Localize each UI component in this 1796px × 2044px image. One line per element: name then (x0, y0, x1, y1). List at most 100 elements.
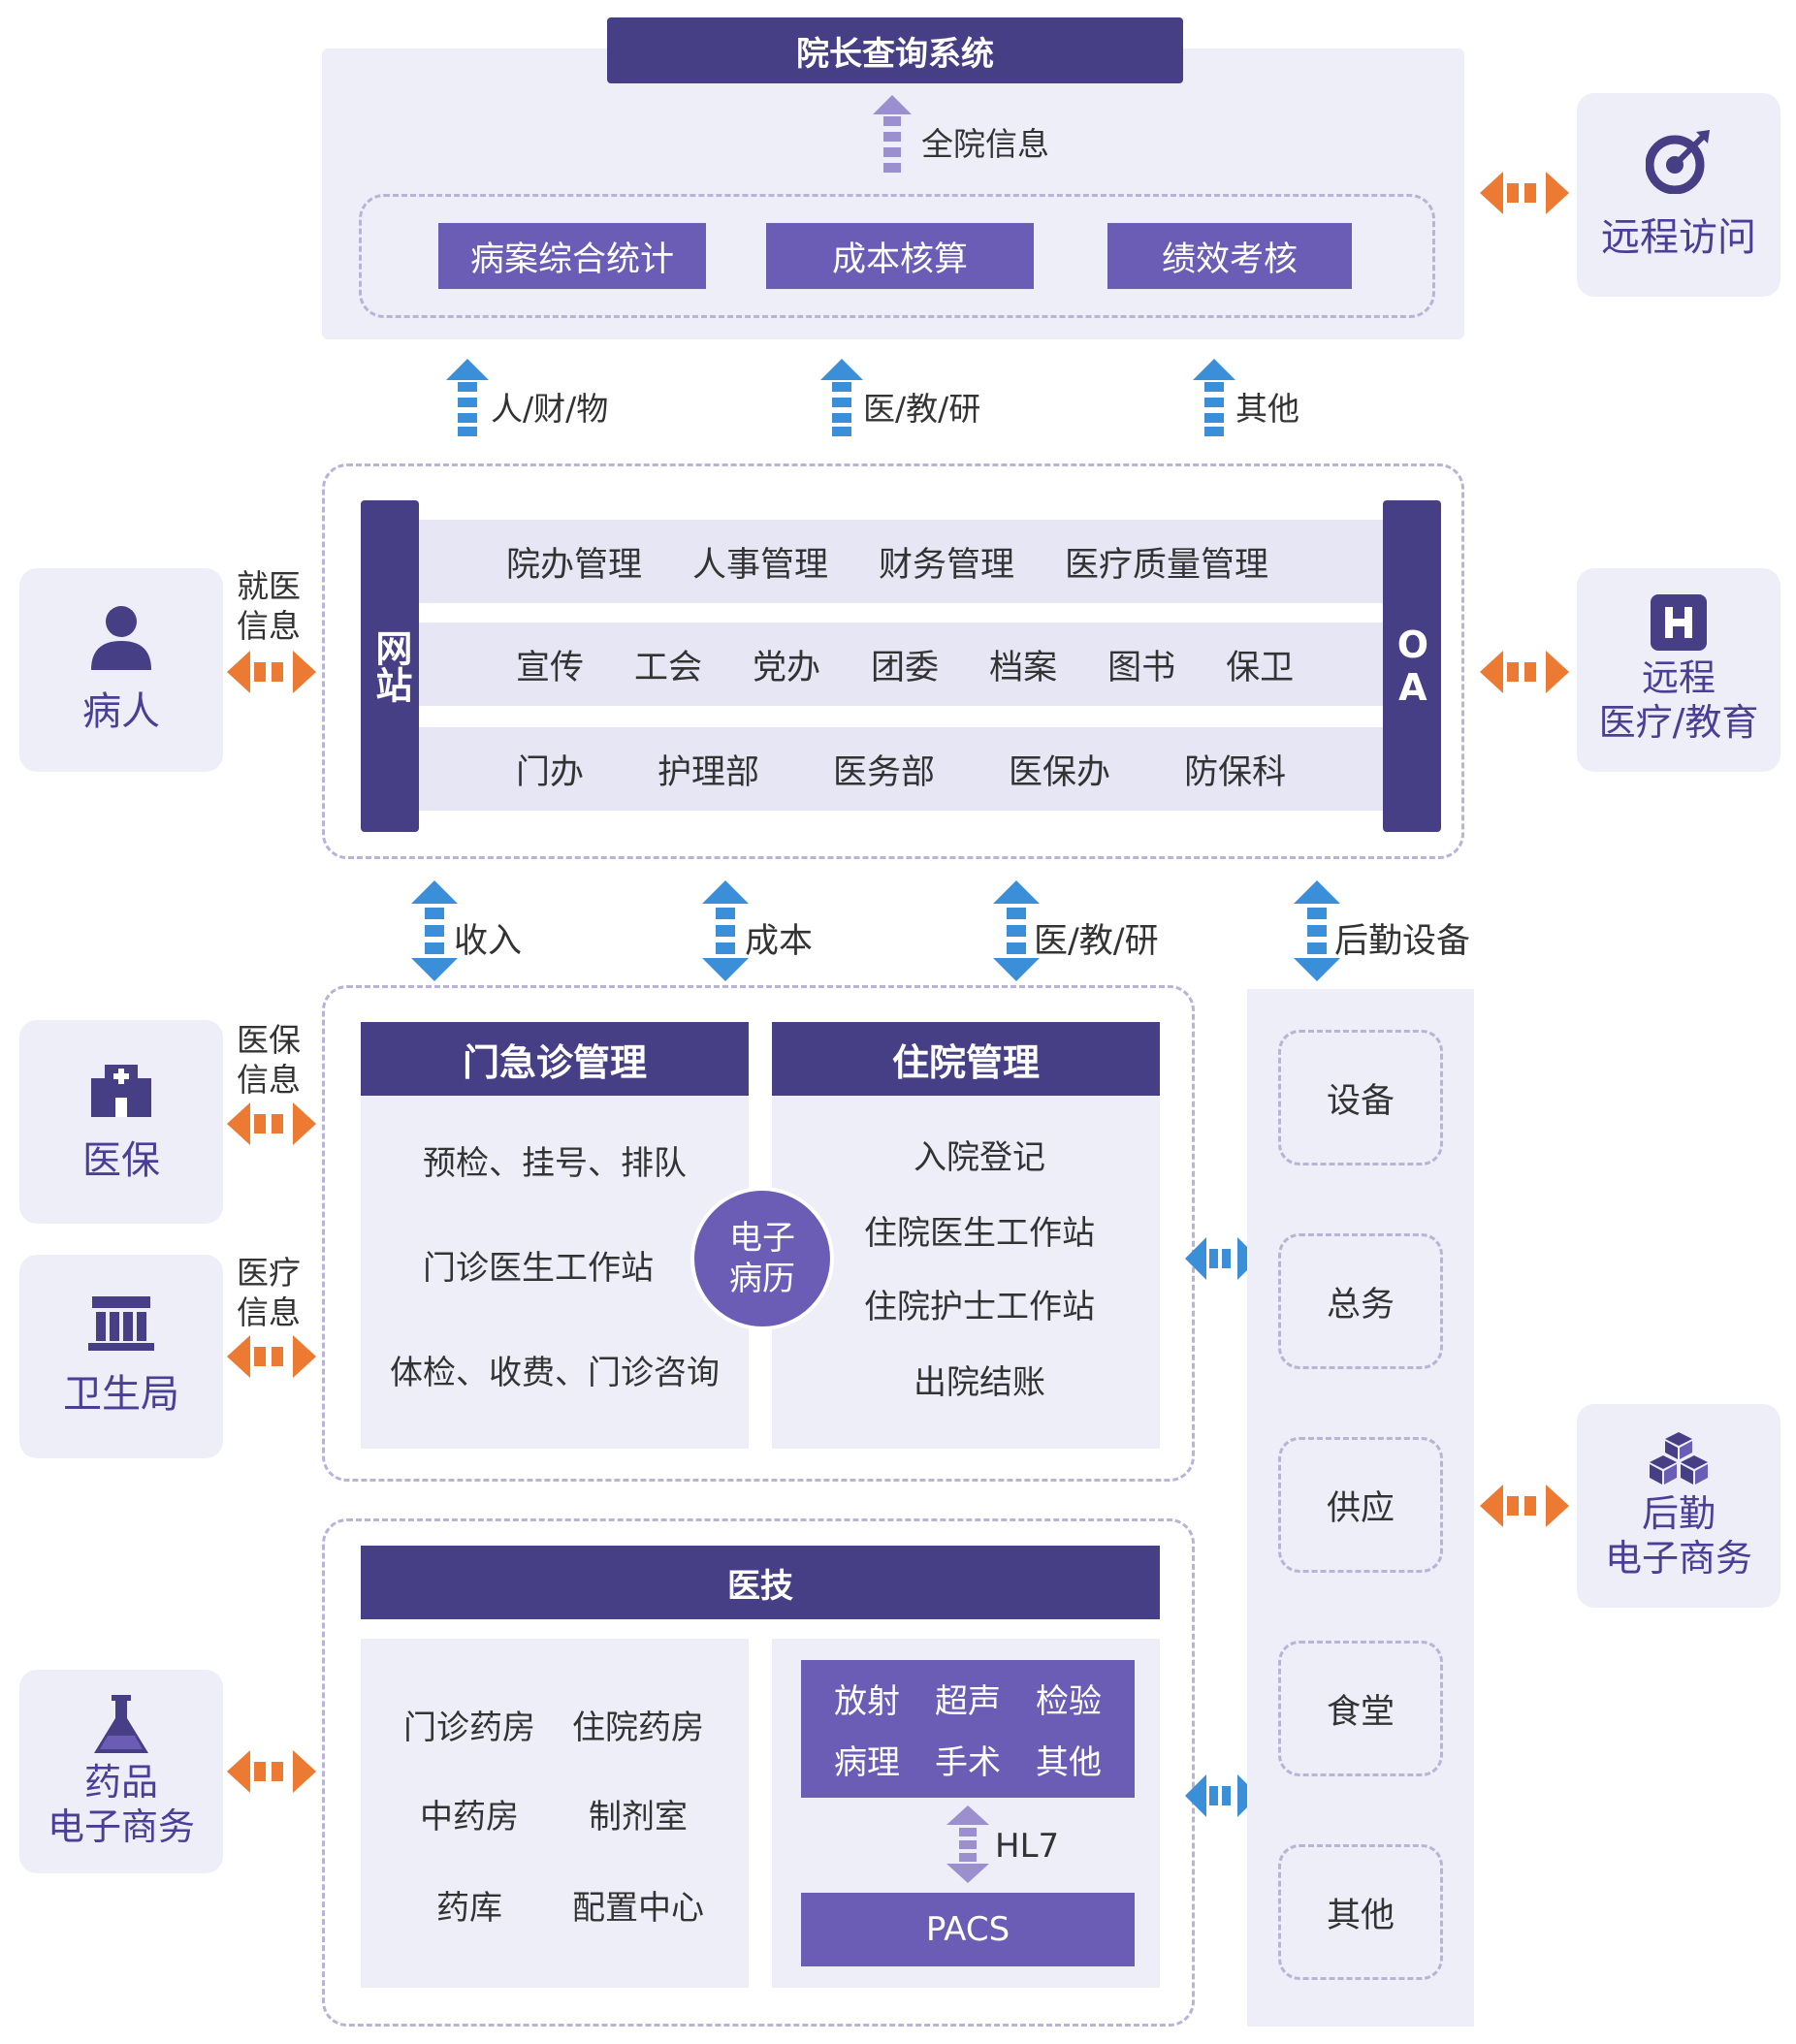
pharmacy-panel (361, 1639, 749, 1988)
oa-item[interactable]: 团委 (871, 648, 940, 687)
oa-item[interactable]: 防保科 (1184, 752, 1287, 792)
health-bureau-arrow-label: 医疗 信息 (237, 1254, 301, 1332)
inpatient-title[interactable]: 住院管理 (772, 1022, 1160, 1096)
insurance-label: 医保 (82, 1138, 160, 1183)
pharmacy-item[interactable]: 住院药房 (572, 1709, 704, 1747)
bidir-arrow-2 (702, 880, 749, 981)
query-system-title[interactable]: 院长查询系统 (607, 17, 1183, 83)
telemedicine-bidir-arrow (1480, 651, 1569, 693)
query-modules-group (359, 194, 1435, 318)
remote-access-bidir-arrow (1480, 172, 1569, 214)
oa-item[interactable]: 医保办 (1009, 752, 1111, 792)
bidir-label-3: 医/教/研 (1034, 922, 1159, 961)
logistics-item-equipment[interactable]: 设备 (1278, 1030, 1443, 1166)
bidir-arrow-1 (411, 880, 458, 981)
bidir-label-4: 后勤设备 (1334, 922, 1471, 961)
government-building-icon (88, 1296, 154, 1351)
pharmacy-item[interactable]: 中药房 (420, 1798, 519, 1836)
all-info-label: 全院信息 (921, 125, 1049, 163)
exam-item[interactable]: 超声 (935, 1682, 1001, 1721)
pacs-box[interactable]: PACS (801, 1893, 1135, 1966)
logistics-item-general[interactable]: 总务 (1278, 1233, 1443, 1369)
hl7-label: HL7 (995, 1827, 1060, 1866)
oa-item[interactable]: 图书 (1107, 648, 1176, 687)
logistics-item-other[interactable]: 其他 (1278, 1844, 1443, 1980)
oa-item[interactable]: 门办 (516, 752, 585, 792)
telemedicine-label: 远程 医疗/教育 (1598, 656, 1759, 744)
logistics-ecommerce-card[interactable]: 后勤 电子商务 (1577, 1404, 1780, 1608)
person-icon (91, 606, 151, 670)
oa-group (322, 463, 1464, 859)
pharmacy-item[interactable]: 制剂室 (589, 1798, 688, 1836)
oa-item[interactable]: 院办管理 (506, 545, 643, 585)
bidir-arrow-4 (1294, 880, 1340, 981)
oa-item[interactable]: 党办 (753, 648, 821, 687)
pharma-ecommerce-card[interactable]: 药品 电子商务 (19, 1670, 223, 1873)
exam-item[interactable]: 手术 (935, 1743, 1001, 1782)
pharmacy-item[interactable]: 药库 (436, 1889, 502, 1928)
website-bar[interactable]: 网站 (361, 500, 419, 832)
oa-item[interactable]: 医务部 (833, 752, 936, 792)
inpatient-item[interactable]: 出院结账 (914, 1363, 1045, 1402)
oa-item[interactable]: 保卫 (1226, 648, 1295, 687)
pharma-bidir-arrow (227, 1750, 316, 1793)
oa-item[interactable]: 护理部 (657, 752, 760, 792)
inpatient-item[interactable]: 住院护士工作站 (864, 1288, 1095, 1326)
exam-item[interactable]: 检验 (1036, 1682, 1102, 1721)
emr-circle[interactable]: 电子 病历 (690, 1187, 834, 1330)
h-hospital-icon (1651, 594, 1707, 652)
all-info-up-arrow (873, 95, 912, 173)
up-arrow-2 (820, 359, 863, 436)
medtech-title[interactable]: 医技 (361, 1546, 1160, 1619)
remote-access-label: 远程访问 (1601, 215, 1756, 260)
patient-bidir-arrow (227, 651, 316, 693)
target-icon (1646, 130, 1710, 194)
exam-item[interactable]: 其他 (1036, 1743, 1102, 1782)
bidir-label-2: 成本 (745, 922, 814, 961)
logistics-ecommerce-label: 后勤 电子商务 (1604, 1492, 1752, 1580)
exam-box: 放射 超声 检验 病理 手术 其他 (801, 1660, 1135, 1798)
oa-item[interactable]: 医疗质量管理 (1065, 545, 1269, 585)
inpatient-item[interactable]: 入院登记 (914, 1138, 1045, 1177)
remote-access-card[interactable]: 远程访问 (1577, 93, 1780, 297)
exam-item[interactable]: 放射 (834, 1682, 900, 1721)
pharmacy-item[interactable]: 配置中心 (572, 1889, 704, 1928)
insurance-arrow-label: 医保 信息 (237, 1021, 301, 1100)
logistics-item-canteen[interactable]: 食堂 (1278, 1641, 1443, 1776)
up-arrow-label-2: 医/教/研 (863, 390, 981, 428)
flask-icon (94, 1695, 148, 1754)
oa-row-1: 院办管理 人事管理 财务管理 医疗质量管理 (415, 520, 1385, 603)
hl7-bidir-arrow (946, 1805, 989, 1883)
inpatient-item[interactable]: 住院医生工作站 (864, 1214, 1095, 1253)
oa-item[interactable]: 人事管理 (692, 545, 829, 585)
oa-bar[interactable]: OA (1383, 500, 1441, 832)
outpatient-item[interactable]: 门诊医生工作站 (423, 1249, 654, 1288)
up-arrow-3 (1193, 359, 1235, 436)
up-arrow-1 (446, 359, 489, 436)
health-bureau-bidir-arrow (227, 1335, 316, 1378)
telemedicine-card[interactable]: 远程 医疗/教育 (1577, 568, 1780, 772)
health-bureau-label: 卫生局 (63, 1372, 179, 1417)
website-bar-label: 网站 (369, 629, 412, 703)
insurance-card[interactable]: 医保 (19, 1020, 223, 1224)
pharma-ecommerce-label: 药品 电子商务 (47, 1761, 195, 1848)
oa-item[interactable]: 工会 (634, 648, 703, 687)
exam-item[interactable]: 病理 (834, 1743, 900, 1782)
performance-review-button[interactable]: 绩效考核 (1107, 223, 1352, 289)
outpatient-title[interactable]: 门急诊管理 (361, 1022, 749, 1096)
logistics-ecommerce-bidir-arrow (1480, 1485, 1569, 1527)
outpatient-item[interactable]: 预检、挂号、排队 (423, 1144, 687, 1183)
oa-item[interactable]: 财务管理 (879, 545, 1015, 585)
oa-row-3: 门办 护理部 医务部 医保办 防保科 (415, 727, 1385, 811)
oa-item[interactable]: 宣传 (516, 648, 585, 687)
case-statistics-button[interactable]: 病案综合统计 (438, 223, 706, 289)
patient-arrow-label: 就医 信息 (237, 567, 301, 646)
cost-accounting-button[interactable]: 成本核算 (766, 223, 1034, 289)
logistics-item-supply[interactable]: 供应 (1278, 1437, 1443, 1573)
health-bureau-card[interactable]: 卫生局 (19, 1255, 223, 1458)
oa-item[interactable]: 档案 (989, 648, 1058, 687)
outpatient-item[interactable]: 体检、收费、门诊咨询 (390, 1354, 720, 1392)
patient-card[interactable]: 病人 (19, 568, 223, 772)
pharmacy-item[interactable]: 门诊药房 (403, 1709, 535, 1747)
boxes-icon (1650, 1432, 1708, 1485)
